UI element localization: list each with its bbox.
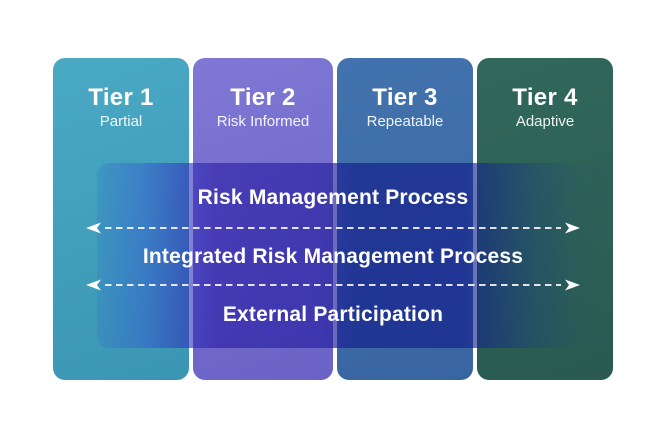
process-band-overlay xyxy=(97,163,613,348)
dashed-double-arrow-icon xyxy=(86,222,580,234)
band-label-risk-management-process: Risk Management Process xyxy=(197,186,469,209)
band-label-integrated-risk-management-process: Integrated Risk Management Process xyxy=(142,245,524,268)
tier-1-subtitle: Partial xyxy=(99,113,143,130)
tier-3-subtitle: Repeatable xyxy=(366,113,444,130)
tier-4-title: Tier 4 xyxy=(512,84,578,111)
band-label-external-participation: External Participation xyxy=(222,303,444,326)
process-band-content: Risk Management Process Integrated Risk … xyxy=(53,163,613,348)
tier-4-subtitle: Adaptive xyxy=(515,113,575,130)
tier-2-subtitle: Risk Informed xyxy=(216,113,310,130)
tier-2-title: Tier 2 xyxy=(230,84,296,111)
tier-1-title: Tier 1 xyxy=(88,84,154,111)
tier-3-title: Tier 3 xyxy=(372,84,438,111)
dashed-double-arrow-icon xyxy=(86,279,580,291)
